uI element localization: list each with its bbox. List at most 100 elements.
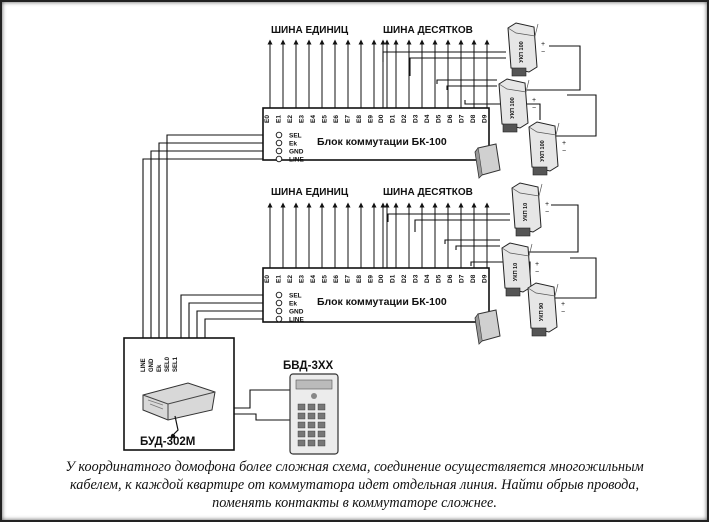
wire — [142, 158, 276, 338]
figure-caption: У координатного домофона более сложная с… — [0, 458, 709, 512]
keypad-key — [297, 412, 306, 420]
svg-text:−: − — [561, 309, 565, 316]
handset-label: УКП 100 — [540, 140, 546, 161]
tens-pin-label: D0 — [378, 274, 385, 283]
apartment-handset: УКП 90+− — [527, 282, 565, 337]
bus-tens-label: ШИНА ДЕСЯТКОВ — [383, 25, 473, 36]
wire — [527, 45, 581, 91]
wire — [382, 51, 506, 62]
power-unit-label: БУД-302М — [140, 436, 195, 448]
svg-text:−: − — [541, 49, 545, 56]
power-unit-pin-label: SEL0 — [165, 356, 171, 372]
svg-text:+: + — [561, 301, 565, 308]
keypad-key — [317, 412, 326, 420]
unit-pin-label: E4 — [310, 275, 317, 283]
tens-pin-label: D3 — [413, 274, 420, 283]
unit-pin-label: E2 — [287, 275, 294, 283]
svg-text:+: + — [562, 140, 566, 147]
svg-text:+: + — [532, 97, 536, 104]
svg-text:−: − — [545, 209, 549, 216]
terminal-label: LINE — [289, 157, 304, 164]
keypad-key — [297, 421, 306, 429]
terminal-label: Ek — [289, 141, 297, 148]
bus-units-label: ШИНА ЕДИНИЦ — [271, 187, 349, 198]
tens-pin-label: D5 — [436, 274, 443, 283]
apartment-handset: УКП 10 +− — [511, 182, 549, 237]
unit-pin-label: E7 — [345, 275, 352, 283]
keypad-key — [297, 403, 306, 411]
handset-label: УКП 100 — [510, 97, 516, 118]
terminal-screw — [275, 147, 283, 155]
tens-pin-label: D9 — [482, 114, 489, 123]
svg-text:−: − — [532, 105, 536, 112]
caption-line-3: поменять контакты в коммутаторе сложнее. — [212, 495, 497, 511]
tens-pin-label: D7 — [459, 114, 466, 123]
keypad-key — [297, 430, 306, 438]
tens-pin-label: D4 — [424, 114, 431, 123]
unit-pin-label: E8 — [356, 115, 363, 123]
switch-block-title: Блок коммутации БК-100 — [317, 296, 447, 308]
tens-pin-label: D4 — [424, 274, 431, 283]
tens-pin-label: D3 — [413, 114, 420, 123]
power-unit-pin-label: SEL1 — [173, 356, 179, 372]
tens-pin-label: D8 — [470, 114, 477, 123]
terminal-label: GND — [289, 149, 304, 156]
unit-pin-label: E7 — [345, 115, 352, 123]
terminal-label: SEL — [289, 293, 302, 300]
terminal-screw — [275, 315, 283, 323]
unit-pin-label: E6 — [333, 275, 340, 283]
terminal-screw — [275, 299, 283, 307]
unit-pin-label: E3 — [299, 275, 306, 283]
wire — [414, 219, 510, 232]
unit-pin-label: E1 — [276, 275, 283, 283]
svg-text:+: + — [545, 201, 549, 208]
unit-pin-label: E2 — [287, 115, 294, 123]
terminal-screw — [275, 139, 283, 147]
call-panel-device — [289, 373, 339, 455]
apartment-handset: УКП 100+− — [507, 22, 545, 77]
switch-module-icon — [474, 143, 501, 179]
wire — [387, 213, 510, 222]
switch-block-box — [262, 267, 490, 323]
keypad-key — [317, 430, 326, 438]
unit-pin-label: E9 — [368, 275, 375, 283]
unit-pin-label: E5 — [322, 275, 329, 283]
caption-line-2: кабелем, к каждой квартире от коммутатор… — [69, 477, 639, 493]
wire — [444, 239, 500, 244]
terminal-screw — [275, 155, 283, 163]
handset-label: УКП 10 — [523, 203, 529, 221]
svg-text:+: + — [535, 261, 539, 268]
wire — [204, 318, 276, 338]
switch-block-title: Блок коммутации БК-100 — [317, 136, 447, 148]
keypad-key — [307, 439, 316, 447]
terminal-label: Ek — [289, 301, 297, 308]
terminal-screw — [275, 131, 283, 139]
keypad-key — [307, 412, 316, 420]
tens-pin-label: D8 — [470, 274, 477, 283]
bus-tens-label: ШИНА ДЕСЯТКОВ — [383, 187, 473, 198]
apartment-handset: УКП 100 +− — [498, 78, 536, 133]
caption-line-1: У координатного домофона более сложная с… — [65, 459, 644, 475]
wire — [436, 79, 497, 84]
svg-text:−: − — [562, 148, 566, 155]
tens-pin-label: D6 — [447, 274, 454, 283]
power-unit-pin-label: LINE — [141, 358, 147, 372]
terminal-screw — [275, 291, 283, 299]
wire — [150, 150, 276, 338]
terminal-screw — [275, 307, 283, 315]
tens-pin-label: D1 — [390, 114, 397, 123]
unit-pin-label: E6 — [333, 115, 340, 123]
unit-pin-label: E3 — [299, 115, 306, 123]
keypad-key — [317, 439, 326, 447]
tens-pin-label: D2 — [401, 274, 408, 283]
keypad-key — [307, 421, 316, 429]
keypad-key — [307, 430, 316, 438]
unit-pin-label: E8 — [356, 275, 363, 283]
handset-label: УКП 10 — [513, 263, 519, 281]
wire — [455, 245, 500, 250]
wire — [409, 57, 506, 76]
